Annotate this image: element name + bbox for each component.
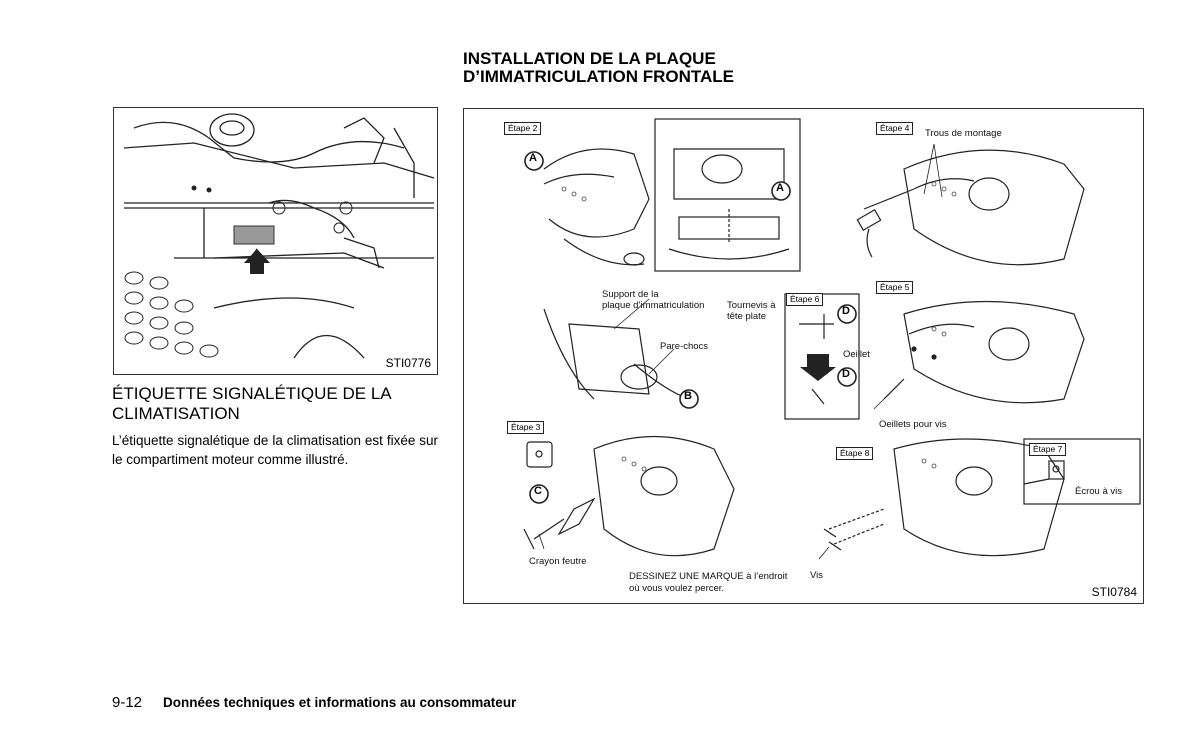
grommet-label: Oeillet — [843, 349, 870, 360]
felt-pen-label: Crayon feutre — [529, 556, 587, 567]
page-number: 9-12 — [112, 694, 143, 711]
marker-a-label-2: A — [776, 182, 784, 194]
step-8-label: Étape 8 — [836, 447, 874, 460]
installation-illustration — [523, 118, 1141, 560]
footer-chapter-title: Données techniques et informations au co… — [163, 695, 517, 710]
marker-b — [679, 389, 699, 409]
step-3-label: Étape 3 — [507, 421, 545, 434]
plate-support-label-1: Support de la — [602, 289, 659, 300]
screwdriver-label-1: Tournevis à — [727, 300, 776, 311]
marker-b-label: B — [684, 390, 692, 402]
down-arrow-icon — [800, 354, 836, 381]
marker-a-2 — [771, 181, 791, 201]
ac-label-patch — [233, 225, 275, 245]
ac-label-description: L’étiquette signalétique de la climatisa… — [112, 433, 438, 467]
marker-d-2 — [837, 367, 857, 387]
ac-label-heading: ÉTIQUETTE SIGNALÉTIQUE DE LA CLIMATISATI… — [112, 384, 391, 423]
screw-nut-label: Écrou à vis — [1075, 486, 1122, 497]
step-5-label: Étape 5 — [876, 281, 914, 294]
screw-grommets-label: Oeillets pour vis — [879, 419, 947, 430]
marker-d-1 — [837, 304, 857, 324]
step-6-label: Étape 6 — [786, 293, 824, 306]
bumper-label: Pare-chocs — [660, 341, 709, 352]
step-4-label: Étape 4 — [876, 122, 914, 135]
mark-instruction-line-1: DESSINEZ UNE MARQUE à l’endroit — [629, 571, 788, 582]
up-arrow-icon — [244, 249, 270, 274]
screws-label: Vis — [810, 570, 824, 581]
mounting-holes-label: Trous de montage — [925, 128, 1002, 139]
figure-code: STI0784 — [1091, 585, 1137, 599]
marker-c — [529, 484, 549, 504]
front-plate-installation-figure: A A B D D C Étape 2 Étape 4 Étape 6 Étap… — [463, 108, 1144, 604]
marker-a-1 — [524, 151, 544, 171]
ac-label-figure: STI0776 — [113, 107, 438, 375]
mark-instruction-line-2: où vous voulez percer. — [629, 583, 725, 594]
figure-code: STI0776 — [385, 356, 431, 370]
marker-c-label: C — [534, 485, 542, 497]
section-title: INSTALLATION DE LA PLAQUE D’IMMATRICULAT… — [463, 49, 735, 86]
marker-a-label: A — [529, 152, 537, 164]
screwdriver-label-2: tête plate — [727, 311, 767, 322]
marker-d-label: D — [842, 305, 850, 317]
plate-support-label-2: plaque d’immatriculation — [602, 300, 705, 311]
marker-d-label-2: D — [842, 368, 850, 380]
step-7-label: Étape 7 — [1029, 443, 1067, 456]
engine-bay-illustration — [123, 113, 435, 359]
step-2-label: Étape 2 — [504, 122, 542, 135]
